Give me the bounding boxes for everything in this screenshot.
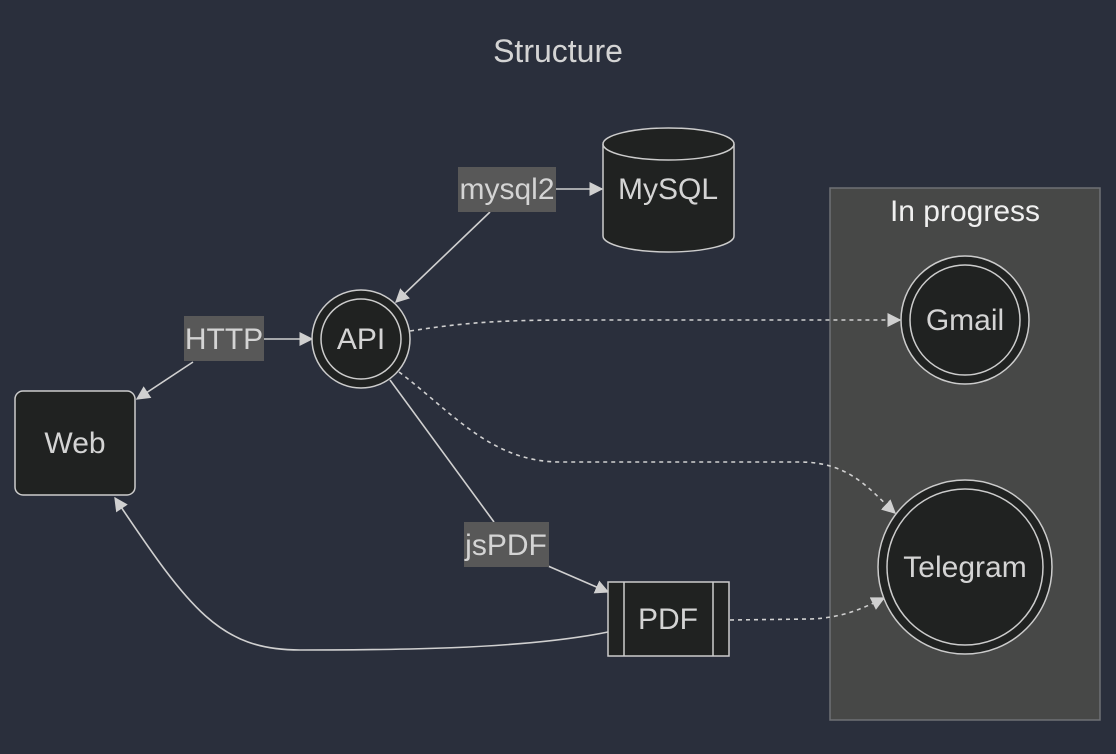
subgraph-label: In progress — [890, 195, 1040, 228]
edge-label-jspdf-text: jsPDF — [464, 529, 547, 562]
node-gmail-label: Gmail — [926, 304, 1004, 337]
edge-label-http-text: HTTP — [185, 323, 263, 356]
edge-pdf-to-telegram[interactable] — [729, 597, 886, 621]
edge-label-mysql2-text: mysql2 — [459, 173, 554, 206]
edge-pdf-to-web[interactable] — [114, 496, 609, 651]
edge-mysql2-to-api[interactable] — [394, 211, 491, 303]
diagram-title: Structure — [493, 33, 623, 69]
node-pdf[interactable]: PDF — [607, 581, 730, 657]
node-telegram-label: Telegram — [903, 551, 1026, 584]
edge-label-jspdf: jsPDF — [464, 522, 549, 567]
node-pdf-label: PDF — [638, 603, 698, 636]
edge-api-to-jspdf[interactable] — [389, 379, 495, 523]
node-api[interactable]: API — [311, 289, 411, 389]
edge-jspdf-to-pdf[interactable] — [547, 565, 610, 594]
edge-api-to-telegram[interactable] — [398, 371, 897, 514]
node-web-label: Web — [44, 427, 105, 460]
edge-api-to-gmail[interactable] — [409, 313, 902, 332]
edges — [114, 182, 902, 651]
edge-http-to-web[interactable] — [135, 361, 194, 400]
edge-label-mysql2: mysql2 — [458, 167, 556, 212]
node-gmail[interactable]: Gmail — [900, 255, 1030, 385]
node-telegram[interactable]: Telegram — [877, 479, 1053, 655]
node-mysql-label: MySQL — [618, 173, 718, 206]
edge-label-http: HTTP — [184, 316, 264, 361]
node-mysql[interactable]: MySQL — [602, 127, 735, 253]
node-api-label: API — [337, 323, 385, 356]
node-web[interactable]: Web — [14, 390, 136, 496]
